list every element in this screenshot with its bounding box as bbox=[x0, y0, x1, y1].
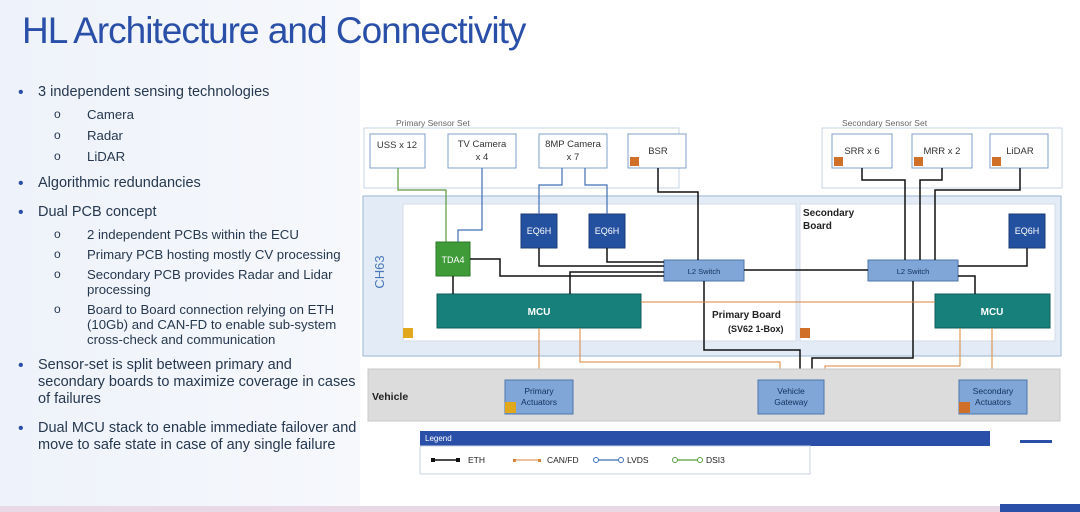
legend-title: Legend bbox=[425, 434, 452, 443]
bullet-redundancies: Algorithmic redundancies bbox=[18, 175, 358, 192]
svg-text:L2 Switch: L2 Switch bbox=[897, 267, 930, 276]
link-tda4-switch bbox=[470, 258, 664, 277]
node-secondary-actuators: Secondary Actuators bbox=[958, 379, 1028, 415]
sensor-8mp-camera: 8MP Camera x 7 bbox=[538, 133, 608, 169]
svg-text:LVDS: LVDS bbox=[627, 455, 649, 465]
sub-bullet-primary-pcb: Primary PCB hosting mostly CV processing bbox=[18, 247, 358, 262]
secondary-sensor-set bbox=[821, 127, 1063, 189]
sub-bullet-radar: Radar bbox=[18, 128, 358, 143]
svg-text:EQ6H: EQ6H bbox=[595, 226, 620, 236]
sensor-uss: USS x 12 bbox=[369, 133, 426, 169]
svg-text:TDA4: TDA4 bbox=[441, 255, 464, 265]
bullet-dual-pcb: Dual PCB concept bbox=[18, 204, 358, 221]
footer-bar bbox=[0, 506, 1010, 512]
svg-text:MCU: MCU bbox=[528, 307, 551, 318]
svg-text:USS x 12: USS x 12 bbox=[377, 140, 417, 151]
svg-text:L2 Switch: L2 Switch bbox=[688, 267, 721, 276]
l2-switch-primary: L2 Switch bbox=[663, 259, 745, 282]
link-uss-tda4 bbox=[397, 168, 447, 242]
svg-text:Secondary: Secondary bbox=[973, 386, 1014, 396]
sensor-srr: SRR x 6 bbox=[831, 133, 893, 169]
secondary-board-label: Secondary bbox=[803, 208, 855, 219]
link-bsr-switch bbox=[657, 168, 699, 260]
legend-canfd: CAN/FD bbox=[513, 455, 579, 465]
svg-text:CAN/FD: CAN/FD bbox=[547, 455, 579, 465]
node-vehicle-gateway: Vehicle Gateway bbox=[757, 379, 825, 415]
vehicle-band bbox=[367, 368, 1061, 422]
chip-eq6h-3: EQ6H bbox=[1008, 213, 1046, 249]
primary-board-label: Primary Board bbox=[712, 310, 781, 321]
slide-title: HL Architecture and Connectivity bbox=[22, 10, 526, 51]
ecu-label: CH63 bbox=[372, 255, 387, 288]
brand-bar bbox=[1000, 504, 1080, 512]
sub-bullet-secondary-pcb: Secondary PCB provides Radar and Lidar p… bbox=[18, 267, 358, 297]
svg-text:TV Camera: TV Camera bbox=[458, 139, 507, 150]
svg-text:EQ6H: EQ6H bbox=[1015, 226, 1040, 236]
link-eq6h3-switch bbox=[958, 248, 1028, 267]
legend-lvds: LVDS bbox=[593, 455, 649, 465]
node-primary-actuators: Primary Actuators bbox=[504, 379, 574, 415]
legend-dsi3: DSI3 bbox=[672, 455, 725, 465]
bullet-dual-mcu: Dual MCU stack to enable immediate failo… bbox=[18, 420, 358, 454]
bullet-list: 3 independent sensing technologies Camer… bbox=[18, 84, 358, 454]
sub-bullet-board-to-board: Board to Board connection relying on ETH… bbox=[18, 302, 358, 347]
bullet-sensing: 3 independent sensing technologies bbox=[18, 84, 358, 101]
svg-text:EQ6H: EQ6H bbox=[527, 226, 552, 236]
link-primary-switch-gateway bbox=[703, 281, 801, 380]
primary-board-marker bbox=[403, 328, 413, 338]
sub-bullet-two-pcbs: 2 independent PCBs within the ECU bbox=[18, 227, 358, 242]
svg-text:Primary: Primary bbox=[524, 386, 554, 396]
l2-switch-secondary: L2 Switch bbox=[867, 259, 959, 282]
svg-text:Actuators: Actuators bbox=[975, 397, 1011, 407]
link-tvcam-tda4 bbox=[457, 168, 483, 242]
mcu-secondary: MCU bbox=[934, 293, 1051, 329]
svg-text:Vehicle: Vehicle bbox=[777, 386, 805, 396]
link-eq6h2-switch bbox=[606, 248, 664, 263]
legend: Legend ETH CAN/FD LVDS DSI3 bbox=[419, 431, 990, 475]
svg-text:MRR x 2: MRR x 2 bbox=[924, 146, 961, 157]
sensor-tv-camera: TV Camera x 4 bbox=[447, 133, 517, 169]
svg-text:x 4: x 4 bbox=[476, 152, 489, 163]
chip-tda4: TDA4 bbox=[435, 241, 471, 277]
svg-text:LiDAR: LiDAR bbox=[1006, 146, 1034, 157]
link-8mp-eq6h-1 bbox=[538, 168, 563, 214]
link-mrr-switch bbox=[919, 168, 943, 260]
svg-text:8MP Camera: 8MP Camera bbox=[545, 139, 602, 150]
sensor-lidar: LiDAR bbox=[989, 133, 1049, 169]
link-8mp-eq6h-2 bbox=[584, 168, 608, 214]
sub-bullet-lidar: LiDAR bbox=[18, 149, 358, 164]
secondary-board-marker bbox=[800, 328, 810, 338]
vehicle-label: Vehicle bbox=[372, 391, 408, 403]
sensor-bsr: BSR bbox=[627, 133, 687, 169]
svg-text:DSI3: DSI3 bbox=[706, 455, 725, 465]
link-eq6h1-switch bbox=[538, 248, 664, 267]
link-switch-mcu bbox=[569, 271, 664, 294]
mcu-primary: MCU bbox=[436, 293, 642, 329]
svg-text:SRR x 6: SRR x 6 bbox=[844, 146, 879, 157]
bullet-sensor-split: Sensor-set is split between primary and … bbox=[18, 357, 358, 408]
chip-eq6h-2: EQ6H bbox=[588, 213, 626, 249]
legend-eth: ETH bbox=[431, 455, 485, 465]
secondary-sensor-set-label: Secondary Sensor Set bbox=[842, 118, 928, 128]
svg-text:Actuators: Actuators bbox=[521, 397, 557, 407]
secondary-board-label-2: Board bbox=[803, 221, 832, 232]
primary-board-sublabel: (SV62 1-Box) bbox=[728, 324, 784, 334]
decorative-bar bbox=[1020, 440, 1052, 443]
sub-bullet-camera: Camera bbox=[18, 107, 358, 122]
link-lidar-switch bbox=[934, 168, 1021, 260]
primary-sensor-set-label: Primary Sensor Set bbox=[396, 118, 470, 128]
svg-text:MCU: MCU bbox=[981, 307, 1004, 318]
sensor-mrr: MRR x 2 bbox=[911, 133, 973, 169]
svg-text:Gateway: Gateway bbox=[774, 397, 808, 407]
chip-eq6h-1: EQ6H bbox=[520, 213, 558, 249]
link-switch-mcu-secondary bbox=[958, 275, 976, 294]
link-srr-switch bbox=[861, 168, 906, 260]
svg-text:x 7: x 7 bbox=[567, 152, 580, 163]
svg-text:BSR: BSR bbox=[648, 146, 668, 157]
svg-text:ETH: ETH bbox=[468, 455, 485, 465]
